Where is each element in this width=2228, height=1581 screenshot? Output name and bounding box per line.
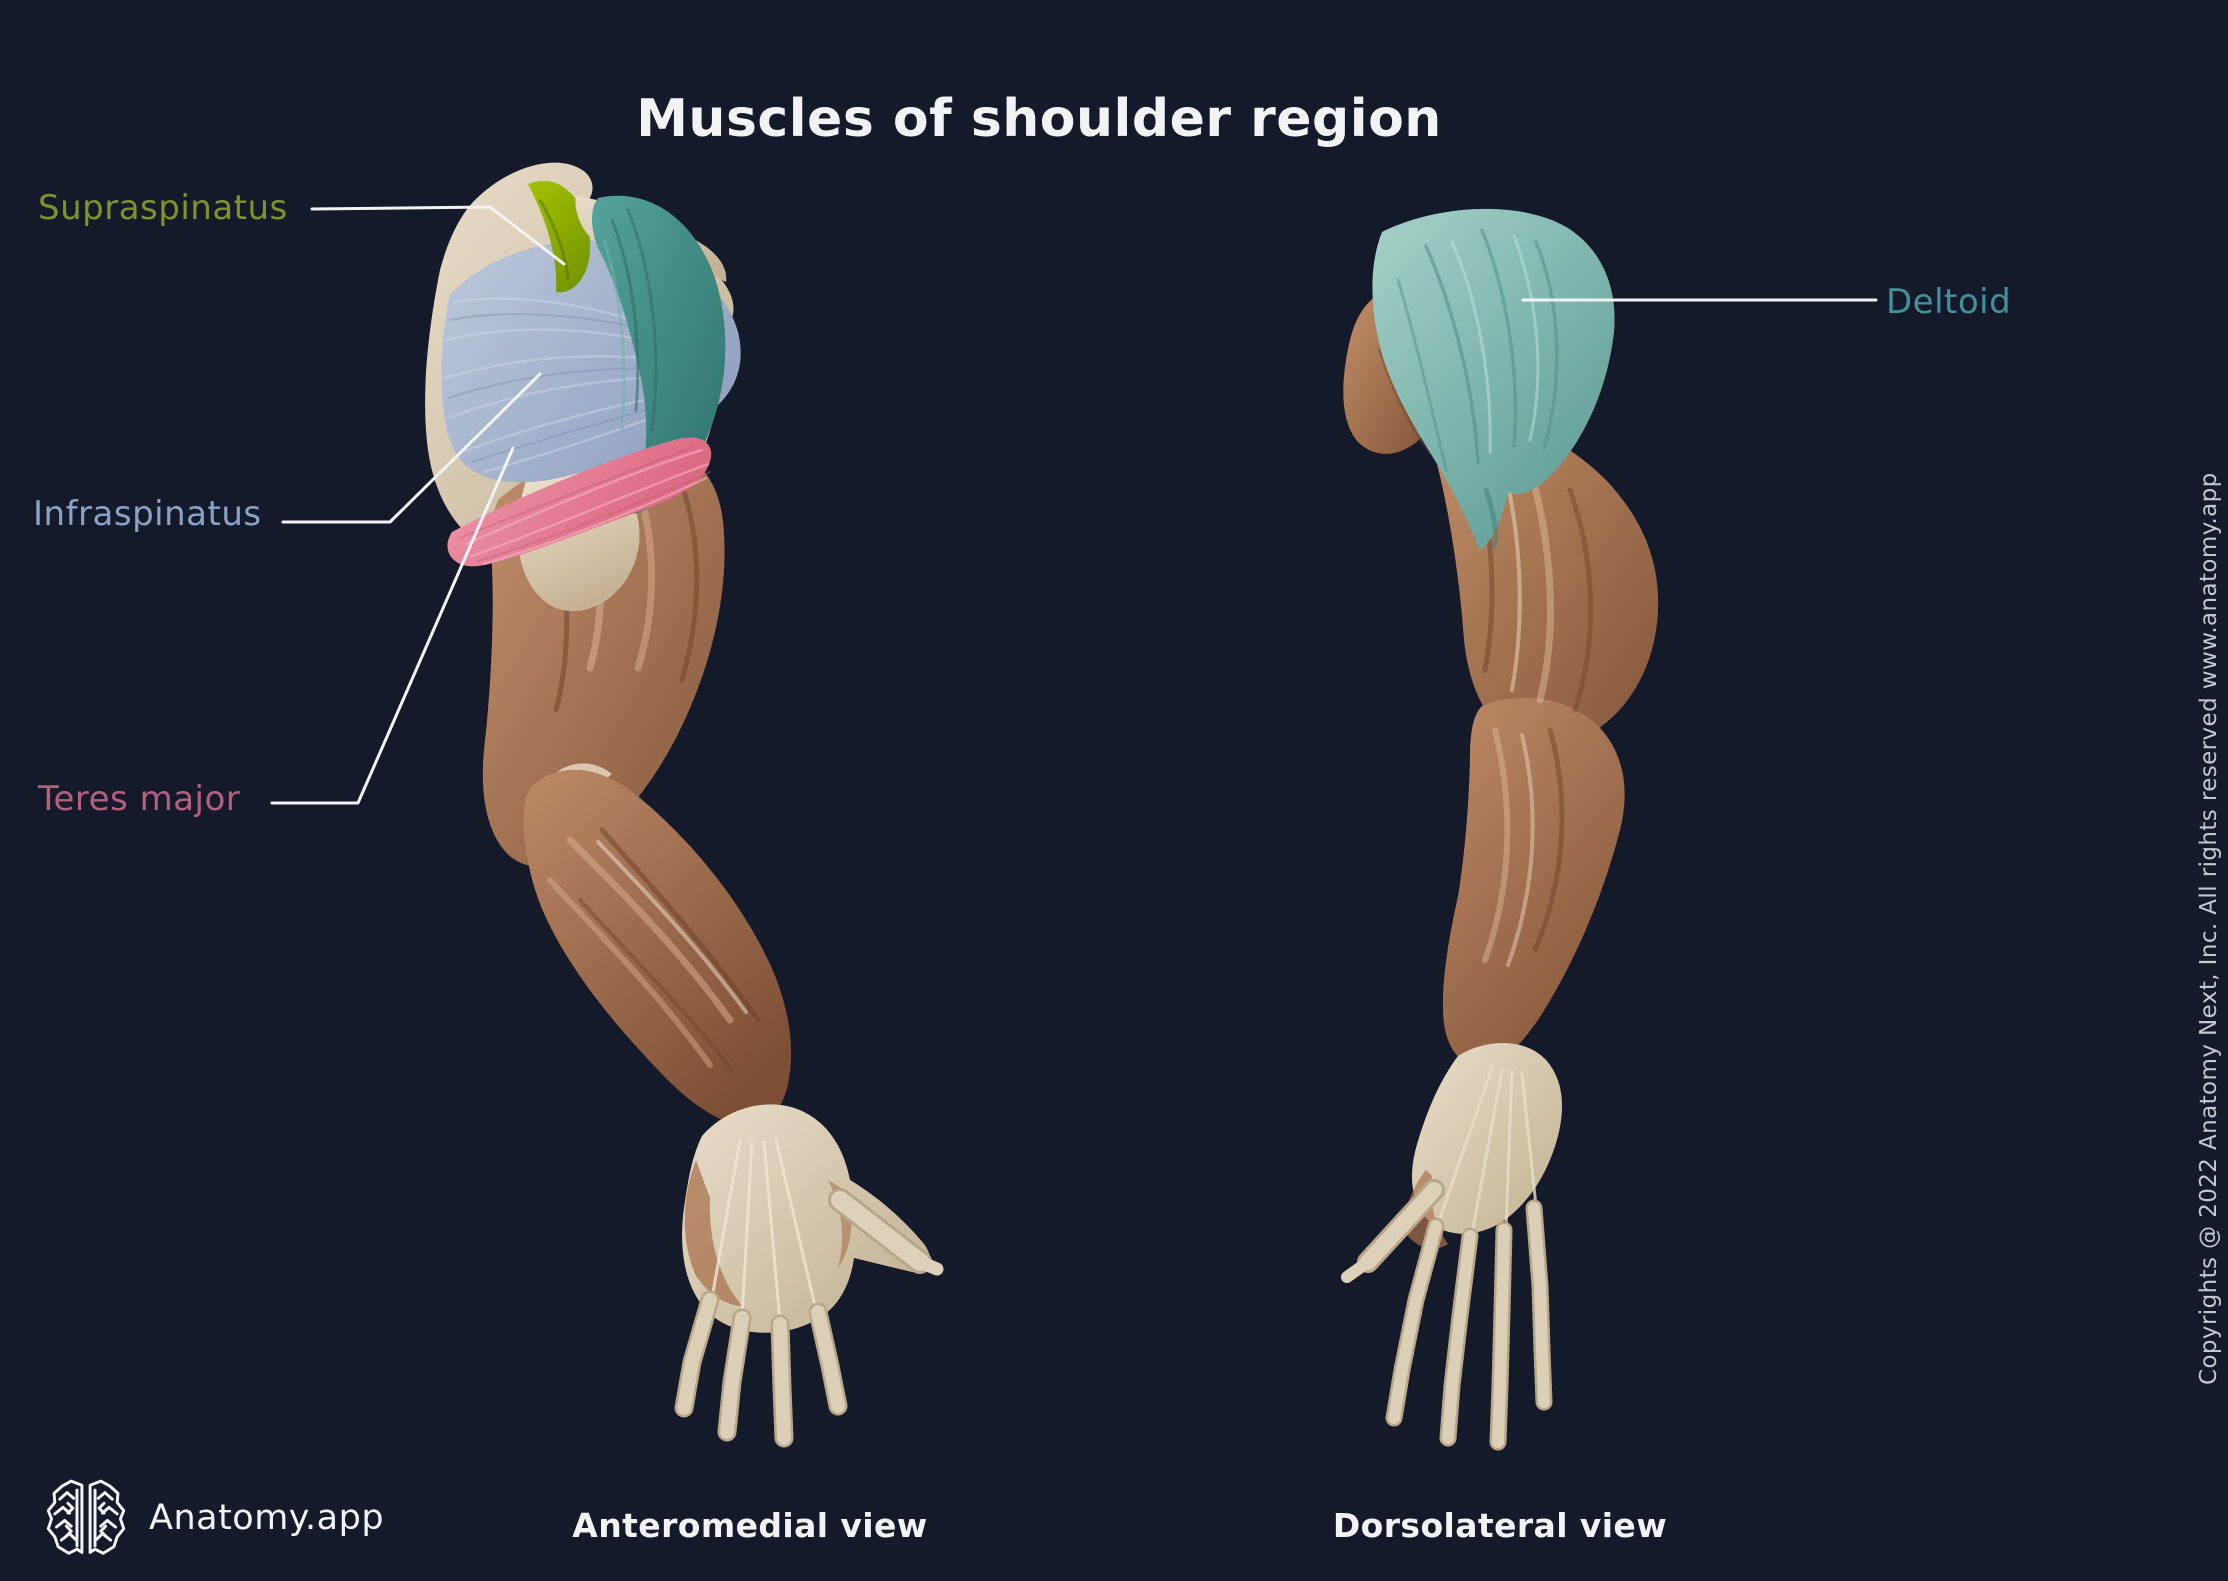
thumb-bones [828,1188,944,1276]
caption-dorsolateral-view: Dorsolateral view [1332,1506,1668,1545]
finger-bones [1385,1199,1553,1451]
anteromedial-arm-illustration [425,162,944,1448]
branding: Anatomy.app [45,1477,384,1559]
forearm-muscles [523,769,792,1127]
page-title: Muscles of shoulder region [636,88,1442,149]
caption-anteromedial-view: Anteromedial view [572,1506,928,1545]
label-supraspinatus: Supraspinatus [38,188,288,228]
thumb-bones [1341,1179,1445,1283]
brand-name: Anatomy.app [149,1498,385,1538]
forearm-muscles [1442,697,1625,1067]
brain-left-hemisphere [46,1479,84,1555]
copyright-text: Copyrights @ 2022 Anatomy Next, Inc. All… [2196,472,2222,1385]
brain-right-hemisphere [88,1479,126,1555]
brain-logo-icon [46,1479,126,1555]
palm-muscle [684,1160,742,1306]
label-teres-major: Teres major [38,779,241,819]
deltoid-muscle-left-view [592,195,726,514]
label-infraspinatus: Infraspinatus [33,494,262,534]
label-deltoid: Deltoid [1886,282,2012,322]
finger-bones [674,1290,848,1448]
dorsolateral-arm-illustration [1341,208,1659,1451]
deltoid-muscle [1372,208,1615,550]
